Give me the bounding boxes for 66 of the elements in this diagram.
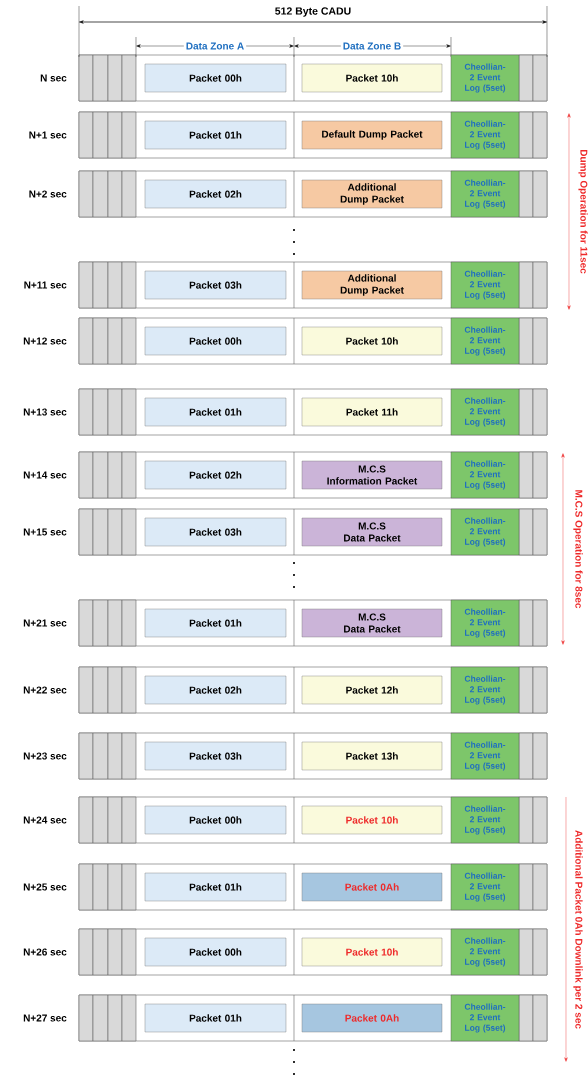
packet-box: Packet 01h	[144, 872, 287, 902]
packet-box: M.C.S Information Packet	[301, 460, 443, 490]
packet-box: Packet 02h	[144, 460, 287, 490]
event-log-box: Cheollian-2 Event Log (5set)	[450, 111, 520, 159]
packet-box: Packet 12h	[301, 675, 443, 705]
event-log-box: Cheollian-2 Event Log (5set)	[450, 261, 520, 309]
packet-box: Packet 00h	[144, 63, 287, 93]
event-log-box: Cheollian-2 Event Log (5set)	[450, 796, 520, 844]
packet-box: Default Dump Packet	[301, 120, 443, 150]
dimension-label: Data Zone A	[183, 40, 247, 52]
dimension-label: 512 Byte CADU	[273, 6, 353, 18]
event-log-box: Cheollian-2 Event Log (5set)	[450, 54, 520, 102]
row-label: N+1 sec	[29, 131, 67, 139]
packet-box: Packet 01h	[144, 608, 287, 638]
packet-box: M.C.S Data Packet	[301, 608, 443, 638]
row-label: N+24 sec	[23, 816, 67, 824]
row-label: N+2 sec	[29, 190, 67, 198]
event-log-box: Cheollian-2 Event Log (5set)	[450, 451, 520, 499]
packet-box: Packet 00h	[144, 326, 287, 356]
packet-box: Packet 13h	[301, 741, 443, 771]
packet-box: Packet 10h	[301, 326, 443, 356]
row-label: N sec	[40, 74, 67, 82]
row-label: N+25 sec	[23, 883, 67, 891]
packet-box: Packet 10h	[301, 937, 443, 967]
row-label: N+14 sec	[23, 471, 67, 479]
dimension-label: Data Zone B	[340, 40, 404, 52]
packet-box: Packet 10h	[301, 63, 443, 93]
row-label: N+26 sec	[23, 948, 67, 956]
packet-box: Packet 02h	[144, 179, 287, 209]
packet-box: Packet 00h	[144, 805, 287, 835]
packet-box: Packet 01h	[144, 397, 287, 427]
span-label: Additional Packet 0Ah Downlink per 2 sec	[573, 830, 583, 1029]
row-label: N+27 sec	[23, 1014, 67, 1022]
event-log-box: Cheollian-2 Event Log (5set)	[450, 732, 520, 780]
row-label: N+22 sec	[23, 686, 67, 694]
row-label: N+15 sec	[23, 528, 67, 536]
event-log-box: Cheollian-2 Event Log (5set)	[450, 928, 520, 976]
event-log-box: Cheollian-2 Event Log (5set)	[450, 388, 520, 436]
event-log-box: Cheollian-2 Event Log (5set)	[450, 863, 520, 911]
row-label: N+13 sec	[23, 408, 67, 416]
event-log-box: Cheollian-2 Event Log (5set)	[450, 994, 520, 1042]
row-label: N+12 sec	[23, 337, 67, 345]
packet-box: M.C.S Data Packet	[301, 517, 443, 547]
row-label: N+21 sec	[23, 619, 67, 627]
event-log-box: Cheollian-2 Event Log (5set)	[450, 170, 520, 218]
packet-box: Packet 0Ah	[301, 872, 443, 902]
row-label: N+11 sec	[24, 281, 67, 289]
packet-box: Additional Dump Packet	[301, 179, 443, 209]
span-label: M.C.S Operation for 8sec	[573, 490, 583, 609]
packet-box: Additional Dump Packet	[301, 270, 443, 300]
packet-box: Packet 02h	[144, 675, 287, 705]
event-log-box: Cheollian-2 Event Log (5set)	[450, 599, 520, 647]
packet-box: Packet 0Ah	[301, 1003, 443, 1033]
span-label: Dump Operation for 11sec	[578, 149, 588, 274]
packet-box: Packet 03h	[144, 741, 287, 771]
event-log-box: Cheollian-2 Event Log (5set)	[450, 317, 520, 365]
packet-box: Packet 03h	[144, 517, 287, 547]
event-log-box: Cheollian-2 Event Log (5set)	[450, 666, 520, 714]
event-log-box: Cheollian-2 Event Log (5set)	[450, 508, 520, 556]
packet-box: Packet 01h	[144, 120, 287, 150]
packet-box: Packet 00h	[144, 937, 287, 967]
packet-box: Packet 11h	[301, 397, 443, 427]
packet-box: Packet 03h	[144, 270, 287, 300]
packet-box: Packet 10h	[301, 805, 443, 835]
row-label: N+23 sec	[23, 752, 67, 760]
packet-box: Packet 01h	[144, 1003, 287, 1033]
